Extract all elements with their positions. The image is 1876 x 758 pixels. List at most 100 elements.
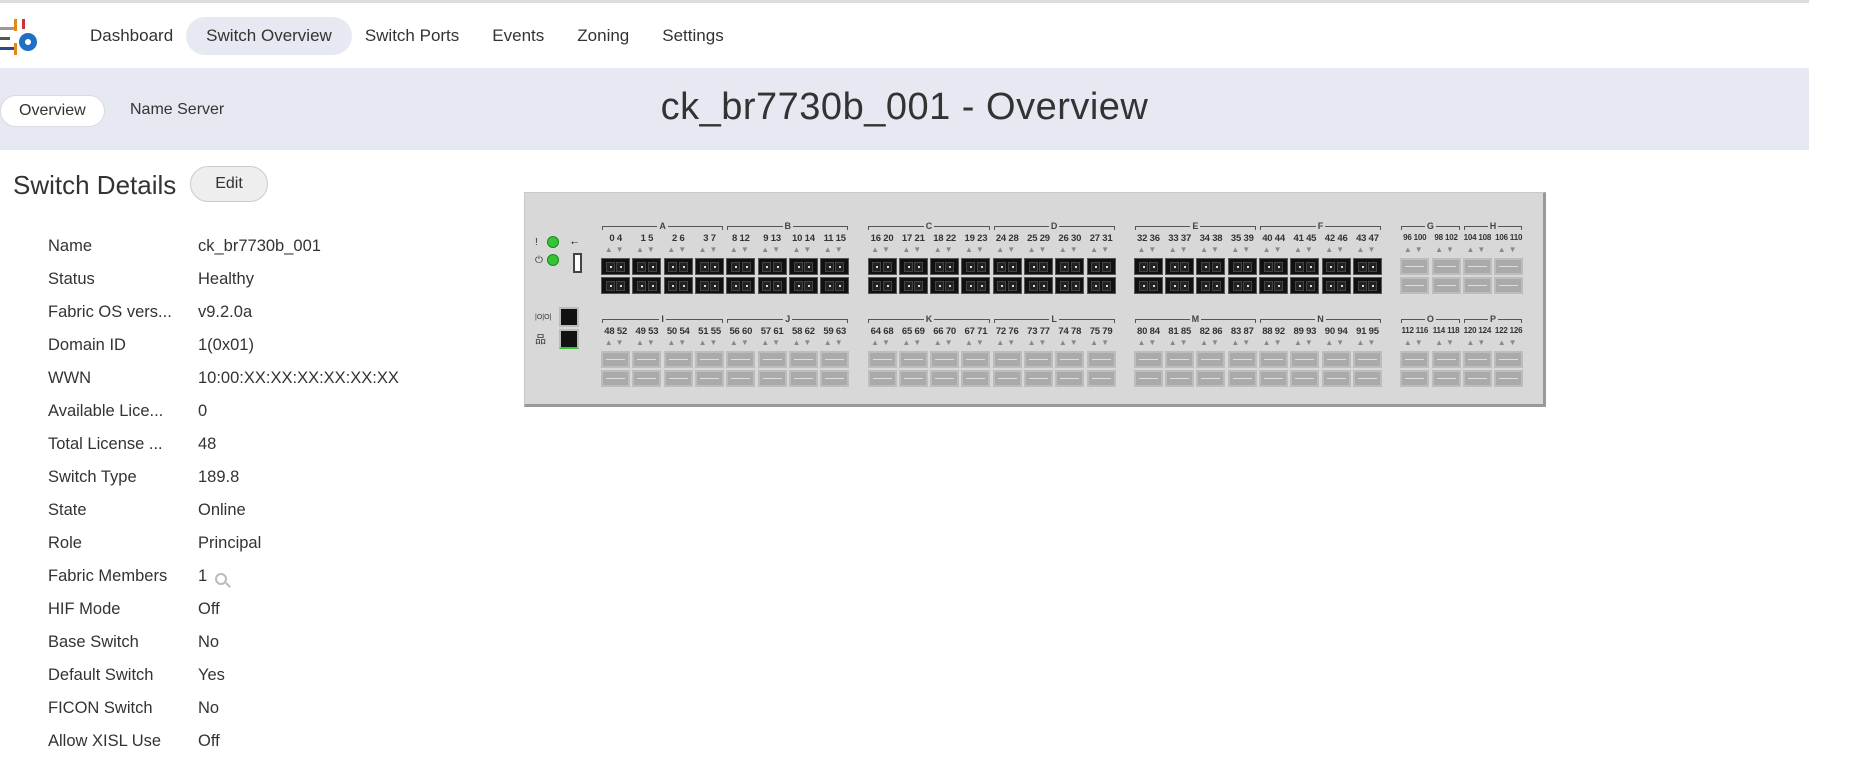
nav-zoning[interactable]: Zoning xyxy=(577,25,630,45)
ethernet-port-icon[interactable] xyxy=(559,329,579,349)
port[interactable] xyxy=(1431,277,1461,294)
port[interactable] xyxy=(867,277,897,294)
port[interactable] xyxy=(820,277,850,294)
port[interactable] xyxy=(1227,277,1257,294)
port[interactable] xyxy=(1055,277,1085,294)
port[interactable] xyxy=(1400,277,1430,294)
edit-button[interactable]: Edit xyxy=(190,166,268,202)
port[interactable] xyxy=(1462,351,1492,368)
port[interactable] xyxy=(1196,258,1226,275)
port[interactable] xyxy=(601,351,631,368)
port[interactable] xyxy=(1055,370,1085,387)
port[interactable] xyxy=(1494,258,1524,275)
port[interactable] xyxy=(1494,370,1524,387)
port[interactable] xyxy=(632,277,662,294)
port[interactable] xyxy=(663,277,693,294)
port[interactable] xyxy=(1165,258,1195,275)
port[interactable] xyxy=(726,370,756,387)
port[interactable] xyxy=(1431,258,1461,275)
port[interactable] xyxy=(1086,277,1116,294)
port[interactable] xyxy=(961,370,991,387)
port[interactable] xyxy=(820,258,850,275)
port[interactable] xyxy=(1290,277,1320,294)
port[interactable] xyxy=(788,277,818,294)
port[interactable] xyxy=(788,258,818,275)
port[interactable] xyxy=(726,277,756,294)
port[interactable] xyxy=(757,258,787,275)
port[interactable] xyxy=(820,370,850,387)
port[interactable] xyxy=(757,351,787,368)
port[interactable] xyxy=(788,351,818,368)
port[interactable] xyxy=(1462,258,1492,275)
port[interactable] xyxy=(898,351,928,368)
port[interactable] xyxy=(1400,370,1430,387)
port[interactable] xyxy=(695,370,725,387)
nav-switch-overview[interactable]: Switch Overview xyxy=(186,16,352,55)
port[interactable] xyxy=(1196,370,1226,387)
port[interactable] xyxy=(757,370,787,387)
port[interactable] xyxy=(898,277,928,294)
port[interactable] xyxy=(1055,351,1085,368)
port[interactable] xyxy=(601,277,631,294)
port[interactable] xyxy=(632,258,662,275)
port[interactable] xyxy=(1165,277,1195,294)
port[interactable] xyxy=(695,351,725,368)
port[interactable] xyxy=(1259,258,1289,275)
port[interactable] xyxy=(1196,277,1226,294)
port[interactable] xyxy=(1227,258,1257,275)
port[interactable] xyxy=(695,277,725,294)
port[interactable] xyxy=(1133,351,1163,368)
port[interactable] xyxy=(820,351,850,368)
port[interactable] xyxy=(1321,277,1351,294)
port[interactable] xyxy=(1165,370,1195,387)
subtab-name-server[interactable]: Name Server xyxy=(130,101,225,118)
port[interactable] xyxy=(961,351,991,368)
port[interactable] xyxy=(1024,370,1053,387)
port[interactable] xyxy=(898,258,928,275)
port[interactable] xyxy=(1431,370,1461,387)
port[interactable] xyxy=(601,370,631,387)
port[interactable] xyxy=(788,370,818,387)
port[interactable] xyxy=(992,370,1022,387)
port[interactable] xyxy=(930,351,960,368)
port[interactable] xyxy=(1321,351,1351,368)
port[interactable] xyxy=(930,277,960,294)
port[interactable] xyxy=(1133,277,1163,294)
port[interactable] xyxy=(1494,351,1524,368)
port[interactable] xyxy=(930,370,960,387)
port[interactable] xyxy=(867,351,897,368)
port[interactable] xyxy=(1086,258,1116,275)
port[interactable] xyxy=(992,277,1022,294)
port[interactable] xyxy=(1352,277,1382,294)
nav-events[interactable]: Events xyxy=(492,25,545,45)
port[interactable] xyxy=(1352,258,1382,275)
port[interactable] xyxy=(1259,277,1289,294)
port[interactable] xyxy=(1352,351,1382,368)
port[interactable] xyxy=(1352,370,1382,387)
port[interactable] xyxy=(1290,370,1320,387)
nav-switch-ports[interactable]: Switch Ports xyxy=(364,25,460,45)
port[interactable] xyxy=(961,258,991,275)
port[interactable] xyxy=(695,258,725,275)
port[interactable] xyxy=(632,351,662,368)
port[interactable] xyxy=(1227,370,1257,387)
port[interactable] xyxy=(663,258,693,275)
port[interactable] xyxy=(1024,351,1053,368)
port[interactable] xyxy=(1259,370,1289,387)
port[interactable] xyxy=(663,351,693,368)
nav-dashboard[interactable]: Dashboard xyxy=(90,25,174,45)
subtab-overview[interactable]: Overview xyxy=(0,95,105,127)
port[interactable] xyxy=(1086,370,1116,387)
port[interactable] xyxy=(1290,258,1320,275)
port[interactable] xyxy=(1290,351,1320,368)
port[interactable] xyxy=(1086,351,1116,368)
port[interactable] xyxy=(1400,351,1430,368)
port[interactable] xyxy=(1462,370,1492,387)
port[interactable] xyxy=(992,351,1022,368)
port[interactable] xyxy=(726,258,756,275)
port[interactable] xyxy=(992,258,1022,275)
nav-settings[interactable]: Settings xyxy=(662,25,724,45)
port[interactable] xyxy=(1024,258,1053,275)
port[interactable] xyxy=(1133,258,1163,275)
port[interactable] xyxy=(867,258,897,275)
